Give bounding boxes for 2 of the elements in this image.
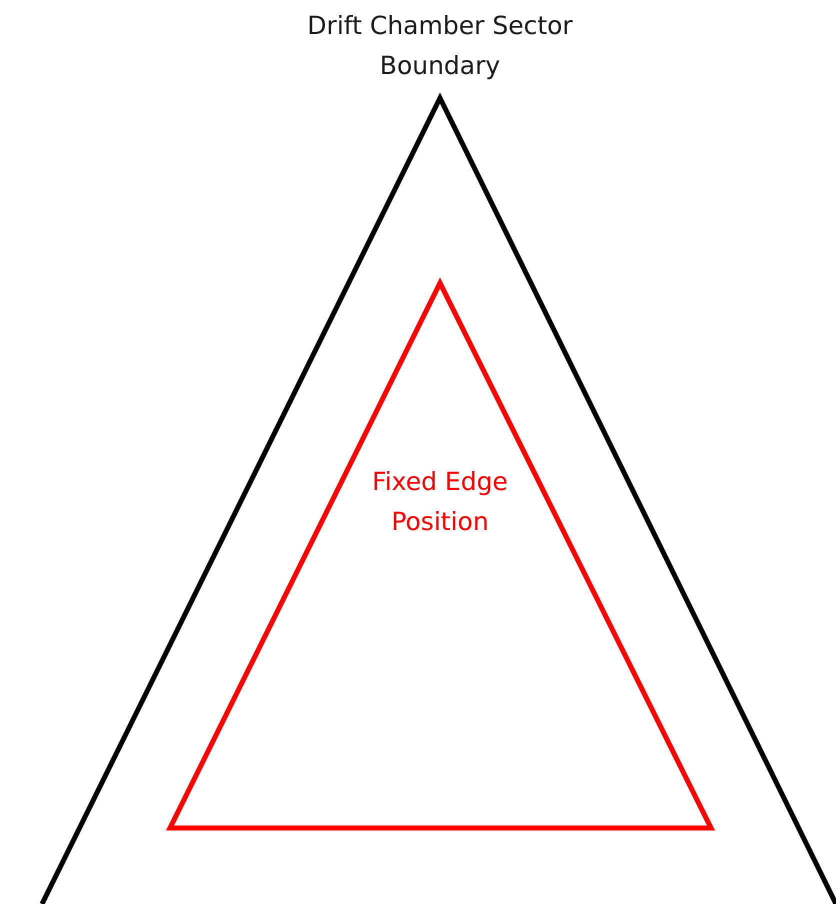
node-label: Drift Chamber Sector Boundary [306, 10, 574, 82]
node-label: Fixed Edge Position [371, 466, 509, 538]
